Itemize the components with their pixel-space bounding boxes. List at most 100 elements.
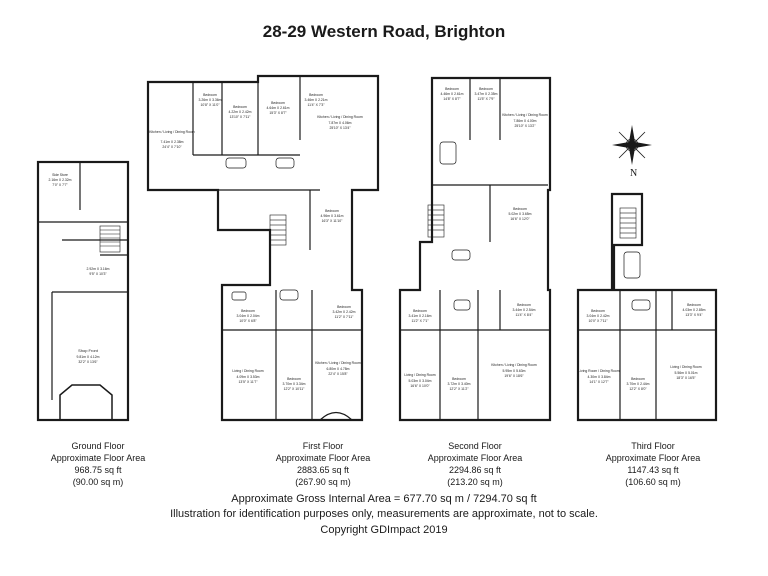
ground-room-labels: Side Store 2.16m X 2.32m 7'0" X 7'7" 2.9… bbox=[49, 173, 110, 364]
floor-area-label: Approximate Floor Area bbox=[50, 453, 146, 463]
first-room-labels: Bedroom 3.26m X 3.36m 10'8" X 11'0" Bedr… bbox=[149, 93, 363, 391]
second-floor-caption: Second Floor Approximate Floor Area 2294… bbox=[410, 440, 540, 488]
room-dims-imperial: 11'2" X 7'1" bbox=[411, 319, 429, 323]
floor-name: Second Floor bbox=[448, 441, 502, 451]
second-bath-fixtures bbox=[439, 141, 471, 311]
first-stairs bbox=[269, 214, 287, 246]
room-label-bedroom: Bedroom bbox=[287, 377, 301, 381]
room-label-kitchen: Kitchen / Living / Dining Room bbox=[317, 115, 363, 119]
page-title: 28-29 Western Road, Brighton bbox=[262, 22, 506, 41]
floor-area-label: Approximate Floor Area bbox=[275, 453, 371, 463]
room-label-living: Living / Dining Room bbox=[670, 365, 701, 369]
gross-area-note: Approximate Gross Internal Area = 677.70… bbox=[231, 493, 537, 505]
third-floor-plan bbox=[576, 192, 718, 422]
copyright-note: Copyright GDImpact 2019 bbox=[320, 524, 448, 536]
room-dims-imperial: 10'0" X 7'11" bbox=[589, 319, 609, 323]
room-label-kitchen: Kitchen / Living / Dining Room bbox=[502, 113, 548, 117]
second-room-labels: Bedroom 4.46m X 2.61m 14'8" X 8'7" Bedro… bbox=[404, 87, 548, 391]
ground-stairs bbox=[99, 225, 121, 253]
room-label-living: Living / Dining Room bbox=[404, 373, 435, 377]
first-floor-plan bbox=[146, 74, 380, 422]
room-dims: 3.70m X 2.44m bbox=[627, 382, 650, 386]
room-dims-imperial: 15'3" X 8'7" bbox=[269, 111, 287, 115]
room-dims-imperial: 25'10" X 13'2" bbox=[514, 124, 536, 128]
third-bath-fixtures bbox=[623, 251, 651, 311]
floor-area-sqm: (267.90 sq m) bbox=[295, 477, 351, 487]
room-dims-imperial: 25'10" X 13'4" bbox=[329, 126, 351, 130]
room-dims: 2.16m X 2.32m bbox=[49, 178, 72, 182]
third-stairs bbox=[619, 207, 637, 239]
floor-area-sqft: 968.75 sq ft bbox=[74, 465, 122, 475]
disclaimer-note: Illustration for identification purposes… bbox=[170, 508, 598, 520]
room-dims: 7.41m X 2.38m bbox=[161, 140, 184, 144]
floor-area-sqm: (90.00 sq m) bbox=[72, 477, 124, 487]
room-dims: 6.80m X 4.78m bbox=[327, 367, 350, 371]
room-label-bedroom: Bedroom bbox=[513, 207, 527, 211]
room-label-bedroom: Bedroom bbox=[325, 209, 339, 213]
room-label-bedroom: Bedroom bbox=[309, 93, 323, 97]
room-dims-imperial: 11'4" X 7'3" bbox=[307, 103, 325, 107]
ground-floor-plan bbox=[36, 160, 130, 422]
room-label-kitchen: Kitchen / Living / Dining Room bbox=[491, 363, 537, 367]
room-dims-imperial: 10'0" X 6'8" bbox=[239, 319, 257, 323]
room-dims-imperial: 13'10" X 7'11" bbox=[230, 115, 252, 119]
room-label-bedroom: Bedroom bbox=[687, 303, 701, 307]
room-dims-imperial: 16'3" X 11'10" bbox=[322, 219, 344, 223]
floor-area-sqft: 2883.65 sq ft bbox=[296, 465, 350, 475]
room-label-bedroom: Bedroom bbox=[203, 93, 217, 97]
room-label-bedroom: Bedroom bbox=[241, 309, 255, 313]
room-dims: 3.70m X 3.34m bbox=[283, 382, 306, 386]
room-dims: 4.09m X 3.53m bbox=[237, 375, 260, 379]
first-floor-caption: First Floor Approximate Floor Area 2883.… bbox=[258, 440, 388, 488]
room-label-living: Living / Dining Room bbox=[232, 369, 263, 373]
room-dims: 3.26m X 3.36m bbox=[199, 98, 222, 102]
room-label-bedroom: Bedroom bbox=[517, 303, 531, 307]
room-dims: 4.22m X 2.42m bbox=[229, 110, 252, 114]
ground-floor-caption: Ground Floor Approximate Floor Area 968.… bbox=[38, 440, 158, 488]
room-label-bedroom: Bedroom bbox=[413, 309, 427, 313]
room-dims: 5.95m X 5.63m bbox=[503, 369, 526, 373]
room-dims: 3.42m X 2.42m bbox=[333, 310, 356, 314]
room-label-living: Living Room / Dining Room bbox=[578, 369, 619, 373]
room-dims-imperial: 12'2" X 10'11" bbox=[284, 387, 306, 391]
room-dims: 3.47m X 2.35m bbox=[475, 92, 498, 96]
floor-area-label: Approximate Floor Area bbox=[427, 453, 523, 463]
first-bath-fixtures bbox=[225, 157, 299, 301]
second-floor-plan bbox=[398, 76, 552, 422]
room-label-bedroom: Bedroom bbox=[337, 305, 351, 309]
room-dims: 5.03m X 3.04m bbox=[409, 379, 432, 383]
room-label-bedroom: Bedroom bbox=[445, 87, 459, 91]
room-dims: 4.30m X 3.84m bbox=[588, 375, 611, 379]
room-label-bedroom: Bedroom bbox=[271, 101, 285, 105]
floor-area-sqm: (106.60 sq m) bbox=[625, 477, 681, 487]
second-stairs bbox=[427, 204, 445, 238]
room-dims: 4.46m X 2.61m bbox=[441, 92, 464, 96]
floor-area-label: Approximate Floor Area bbox=[605, 453, 701, 463]
room-label-bedroom: Bedroom bbox=[233, 105, 247, 109]
room-dims: 9.81m X 4.12m bbox=[77, 355, 100, 359]
room-dims-imperial: 11'5" X 7'9" bbox=[477, 97, 495, 101]
room-dims-imperial: 14'8" X 8'7" bbox=[443, 97, 461, 101]
room-dims-imperial: 7'0" X 7'7" bbox=[52, 183, 68, 187]
room-dims: 5.02m X 3.65m bbox=[509, 212, 532, 216]
room-dims-imperial: 12'2" X 11'2" bbox=[450, 387, 470, 391]
room-dims-imperial: 13'3" X 9'4" bbox=[685, 313, 703, 317]
room-label-kitchen: Kitchen / Living / Dining Room bbox=[149, 130, 195, 134]
room-dims-imperial: 11'4" X 8'4" bbox=[515, 313, 533, 317]
room-dims-imperial: 16'6" X 12'0" bbox=[510, 217, 530, 221]
room-dims: 7.86m X 4.00m bbox=[514, 119, 537, 123]
room-dims: 4.96m X 3.61m bbox=[321, 214, 344, 218]
room-dims: 3.46m X 2.21m bbox=[305, 98, 328, 102]
room-dims-imperial: 24'4" X 7'10" bbox=[162, 145, 182, 149]
room-label-side-store: Side Store bbox=[52, 173, 68, 177]
room-dims-imperial: 16'6" X 10'0" bbox=[410, 384, 430, 388]
room-label-shop-front: Shop Front bbox=[78, 348, 99, 353]
room-label-bedroom: Bedroom bbox=[591, 309, 605, 313]
room-dims-imperial: 32'2" X 13'6" bbox=[78, 360, 98, 364]
room-dims: 4.64m X 2.61m bbox=[267, 106, 290, 110]
floor-name: Third Floor bbox=[631, 441, 675, 451]
room-label-bedroom: Bedroom bbox=[631, 377, 645, 381]
room-dims-imperial: 14'1" X 12'7" bbox=[589, 380, 609, 384]
room-dims: 5.56m X 5.01m bbox=[675, 371, 698, 375]
